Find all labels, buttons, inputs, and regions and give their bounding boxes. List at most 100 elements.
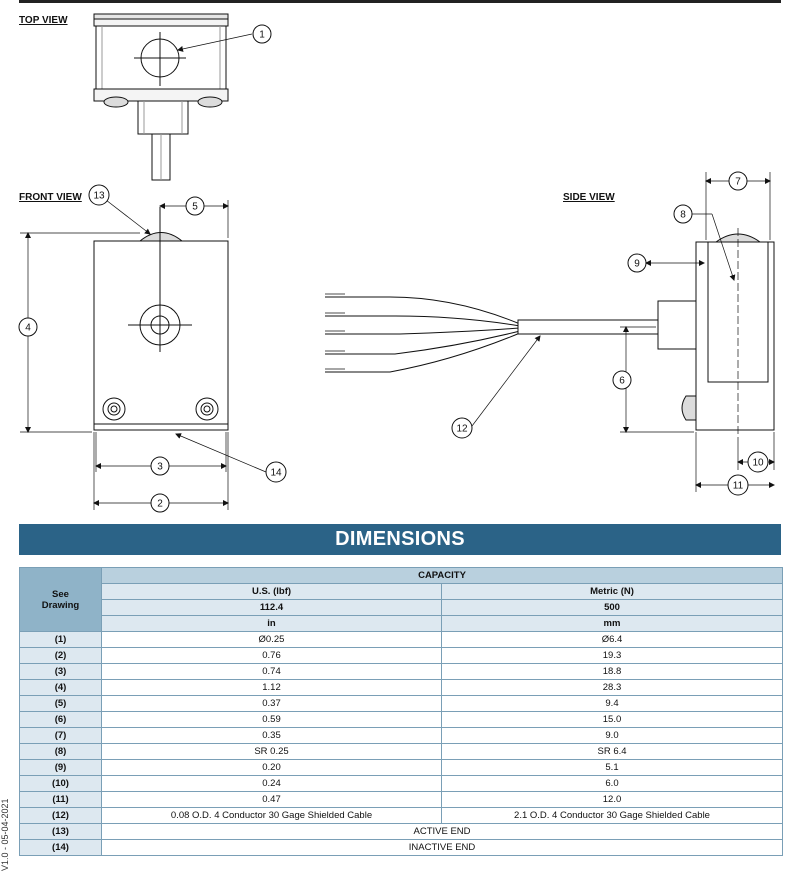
row-metric-value: 18.8 xyxy=(440,663,784,680)
balloon-8: 8 xyxy=(673,204,693,224)
version-date-label: V1.0 - 05-04-2021 xyxy=(0,798,10,871)
row-us-value: 0.08 O.D. 4 Conductor 30 Gage Shielded C… xyxy=(101,807,442,824)
row-id: (4) xyxy=(19,679,102,696)
row-id: (11) xyxy=(19,791,102,808)
row-us-value: 0.47 xyxy=(101,791,442,808)
balloon-11-label: 11 xyxy=(733,481,744,492)
balloon-14: 14 xyxy=(265,461,287,483)
top-rule xyxy=(19,0,781,3)
balloon-3-label: 3 xyxy=(157,462,163,473)
balloons: 1 2 3 4 5 6 7 8 xyxy=(18,24,769,513)
row-metric-value: 12.0 xyxy=(440,791,784,808)
balloon-11: 11 xyxy=(727,474,749,496)
balloon-2: 2 xyxy=(150,493,170,513)
side-view xyxy=(325,172,775,492)
balloon-6-label: 6 xyxy=(619,376,625,387)
balloon-10-label: 10 xyxy=(752,458,764,469)
balloon-6: 6 xyxy=(612,370,632,390)
technical-drawing: TOP VIEW FRONT VIEW SIDE VIEW xyxy=(18,13,775,513)
row-us-value: 0.35 xyxy=(101,727,442,744)
dimensions-table: See Drawing CAPACITY U.S. (lbf) Metric (… xyxy=(19,567,784,856)
row-id: (2) xyxy=(19,647,102,664)
row-id: (14) xyxy=(19,839,102,856)
dimensions-banner: DIMENSIONS xyxy=(19,524,781,555)
row-id: (12) xyxy=(19,807,102,824)
top-view-label: TOP VIEW xyxy=(19,15,68,26)
row-us-value: 0.74 xyxy=(101,663,442,680)
row-metric-value: 9.0 xyxy=(440,727,784,744)
row-metric-value: 28.3 xyxy=(440,679,784,696)
balloon-2-label: 2 xyxy=(157,499,163,510)
row-us-value: 0.20 xyxy=(101,759,442,776)
row-id: (3) xyxy=(19,663,102,680)
side-view-label: SIDE VIEW xyxy=(563,192,615,203)
balloon-5-label: 5 xyxy=(192,202,198,213)
row-id: (9) xyxy=(19,759,102,776)
row-metric-value: 15.0 xyxy=(440,711,784,728)
front-view-label: FRONT VIEW xyxy=(19,192,82,203)
capacity-metric-value: 500 xyxy=(440,599,784,616)
row-us-value: 0.37 xyxy=(101,695,442,712)
row-id: (7) xyxy=(19,727,102,744)
row-metric-value: SR 6.4 xyxy=(440,743,784,760)
balloon-10: 10 xyxy=(747,451,769,473)
row-us-value: 0.24 xyxy=(101,775,442,792)
table-row: (14)INACTIVE END xyxy=(19,839,784,856)
version-side-text: V1.0 - 05-04-2021 xyxy=(0,798,10,871)
balloon-1-label: 1 xyxy=(259,30,265,41)
row-metric-value: 9.4 xyxy=(440,695,784,712)
balloon-12-label: 12 xyxy=(456,424,468,435)
row-id: (8) xyxy=(19,743,102,760)
row-us-value: Ø0.25 xyxy=(101,631,442,648)
balloon-8-label: 8 xyxy=(680,210,686,221)
row-metric-value: 2.1 O.D. 4 Conductor 30 Gage Shielded Ca… xyxy=(440,807,784,824)
balloon-7-label: 7 xyxy=(735,177,741,188)
row-metric-value: 19.3 xyxy=(440,647,784,664)
row-span-value: INACTIVE END xyxy=(100,839,784,856)
row-span-value: ACTIVE END xyxy=(100,823,784,840)
row-id: (10) xyxy=(19,775,102,792)
balloon-3: 3 xyxy=(150,456,170,476)
balloon-1: 1 xyxy=(252,24,272,44)
us-column-header: U.S. (lbf) xyxy=(101,583,442,600)
row-us-value: SR 0.25 xyxy=(101,743,442,760)
table-row: (13)ACTIVE END xyxy=(19,823,784,840)
row-us-value: 0.76 xyxy=(101,647,442,664)
row-us-value: 0.59 xyxy=(101,711,442,728)
row-us-value: 1.12 xyxy=(101,679,442,696)
table-row: (12)0.08 O.D. 4 Conductor 30 Gage Shield… xyxy=(19,807,784,824)
row-metric-value: 6.0 xyxy=(440,775,784,792)
balloon-5: 5 xyxy=(185,196,205,216)
see-drawing-header: See Drawing xyxy=(19,567,102,632)
row-id: (13) xyxy=(19,823,102,840)
balloon-13: 13 xyxy=(88,184,110,206)
balloon-7: 7 xyxy=(728,171,748,191)
top-view xyxy=(93,13,229,181)
balloon-4: 4 xyxy=(18,317,38,337)
balloon-9-label: 9 xyxy=(634,259,640,270)
unit-metric: mm xyxy=(440,615,784,632)
metric-column-header: Metric (N) xyxy=(440,583,784,600)
row-id: (6) xyxy=(19,711,102,728)
balloon-13-label: 13 xyxy=(93,191,105,202)
row-metric-value: 5.1 xyxy=(440,759,784,776)
row-id: (5) xyxy=(19,695,102,712)
unit-us: in xyxy=(101,615,442,632)
row-id: (1) xyxy=(19,631,102,648)
capacity-header: CAPACITY xyxy=(100,567,784,584)
balloon-14-label: 14 xyxy=(270,468,282,479)
balloon-12: 12 xyxy=(451,417,473,439)
capacity-us-value: 112.4 xyxy=(101,599,442,616)
balloon-9: 9 xyxy=(627,253,647,273)
